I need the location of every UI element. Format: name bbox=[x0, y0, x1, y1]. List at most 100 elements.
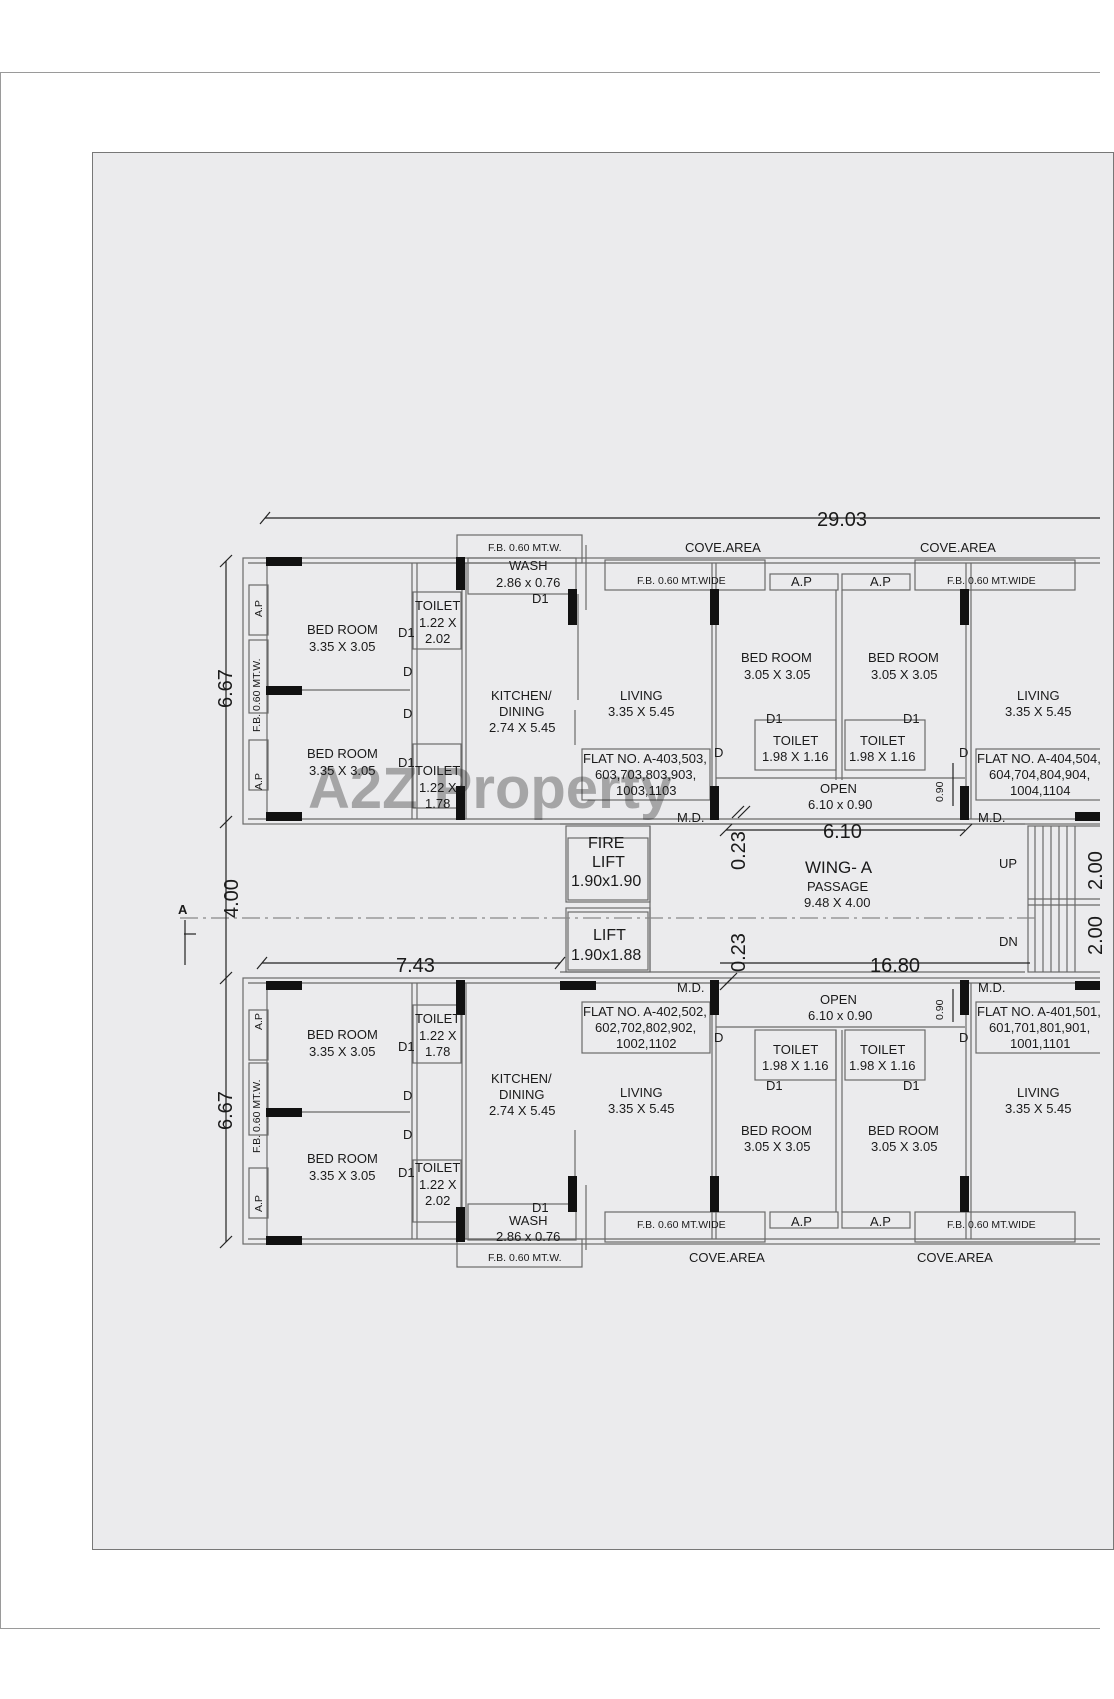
fire-lift-label2: LIFT bbox=[592, 854, 625, 871]
passage-label: PASSAGE bbox=[807, 879, 869, 894]
dim-passage-width: 4.00 bbox=[221, 879, 243, 918]
bedroom-8-label: BED ROOM bbox=[868, 1123, 939, 1138]
ap-left-4: A.P bbox=[253, 1195, 265, 1212]
toilet-1-label: TOILET bbox=[415, 598, 460, 613]
ap-left-3: A.P bbox=[253, 1013, 265, 1030]
living-1-size: 3.35 X 5.45 bbox=[608, 704, 675, 719]
living-3-size: 3.35 X 5.45 bbox=[608, 1101, 675, 1116]
fb-label-bottom: F.B. 0.60 MT.W. bbox=[488, 1252, 562, 1264]
flat-403-line3: 1003,1103 bbox=[616, 783, 677, 798]
ap-top-1: A.P bbox=[791, 574, 812, 589]
open-top-size: 6.10 x 0.90 bbox=[808, 797, 872, 812]
living-1-label: LIVING bbox=[620, 688, 663, 703]
toilet-5-size: 1.22 X bbox=[419, 1028, 457, 1043]
bedroom-1-label: BED ROOM bbox=[307, 622, 378, 637]
bedroom-2-size: 3.35 X 3.05 bbox=[309, 763, 376, 778]
door-d-g: D bbox=[714, 1030, 723, 1045]
door-d1-e: D1 bbox=[903, 711, 920, 726]
dim-stair-bottom: 2.00 bbox=[1085, 916, 1107, 955]
toilet-5-label: TOILET bbox=[415, 1011, 460, 1026]
open-bottom-size: 6.10 x 0.90 bbox=[808, 1008, 872, 1023]
dim-open-depth-bottom: 0.90 bbox=[934, 999, 946, 1020]
door-d1-c: D1 bbox=[532, 591, 549, 606]
flat-401-line1: FLAT NO. A-401,501, bbox=[977, 1004, 1101, 1019]
cove-area-top-left: COVE.AREA bbox=[685, 540, 761, 555]
bedroom-6-size: 3.35 X 3.05 bbox=[309, 1168, 376, 1183]
door-d-c: D bbox=[714, 745, 723, 760]
cove-area-top-right: COVE.AREA bbox=[920, 540, 996, 555]
drawing-sheet bbox=[92, 152, 1114, 1550]
door-d1-b: D1 bbox=[398, 755, 415, 770]
sheet-border-left bbox=[0, 72, 1, 1628]
living-2-label: LIVING bbox=[1017, 688, 1060, 703]
main-door-3: M.D. bbox=[677, 980, 704, 995]
door-d-a: D bbox=[403, 664, 412, 679]
stair-down: DN bbox=[999, 934, 1018, 949]
toilet-8-size: 1.98 X 1.16 bbox=[849, 1058, 916, 1073]
lift-size: 1.90x1.88 bbox=[571, 947, 641, 964]
living-2-size: 3.35 X 5.45 bbox=[1005, 704, 1072, 719]
fb-wide-top-right: F.B. 0.60 MT.WIDE bbox=[947, 575, 1036, 587]
bedroom-5-label: BED ROOM bbox=[307, 1027, 378, 1042]
kitchen-1-label2: DINING bbox=[499, 704, 545, 719]
ap-top-2: A.P bbox=[870, 574, 891, 589]
toilet-1-size: 1.22 X bbox=[419, 615, 457, 630]
sheet-border-top bbox=[0, 72, 1100, 73]
bedroom-2-label: BED ROOM bbox=[307, 746, 378, 761]
flat-402-line2: 602,702,802,902, bbox=[595, 1020, 696, 1035]
main-door-2: M.D. bbox=[978, 810, 1005, 825]
main-door-1: M.D. bbox=[677, 810, 704, 825]
living-3-label: LIVING bbox=[620, 1085, 663, 1100]
kitchen-2-label2: DINING bbox=[499, 1087, 545, 1102]
toilet-2-size: 1.22 X bbox=[419, 780, 457, 795]
toilet-5-size2: 1.78 bbox=[425, 1044, 450, 1059]
door-d1-d: D1 bbox=[766, 711, 783, 726]
door-d1-f: D1 bbox=[398, 1039, 415, 1054]
section-marker-a: A bbox=[178, 902, 188, 917]
flat-403-line2: 603,703,803,903, bbox=[595, 767, 696, 782]
ap-bottom-2: A.P bbox=[870, 1214, 891, 1229]
toilet-3-label: TOILET bbox=[773, 733, 818, 748]
fb-left-bottom: F.B. 0.60 MT.W. bbox=[251, 1079, 263, 1153]
flat-401-line3: 1001,1101 bbox=[1010, 1036, 1071, 1051]
wing-label: WING- A bbox=[805, 858, 873, 877]
door-d1-h: D1 bbox=[766, 1078, 783, 1093]
dim-open-depth-top: 0.90 bbox=[934, 781, 946, 802]
wash-top-size: 2.86 x 0.76 bbox=[496, 575, 560, 590]
stair-up: UP bbox=[999, 856, 1017, 871]
flat-403-line1: FLAT NO. A-403,503, bbox=[583, 751, 707, 766]
wash-bottom-label: WASH bbox=[509, 1213, 548, 1228]
door-d-b: D bbox=[403, 706, 412, 721]
staircase bbox=[1027, 825, 1100, 973]
door-d-d: D bbox=[959, 745, 968, 760]
toilet-2-size2: 1.78 bbox=[425, 796, 450, 811]
cove-area-bottom-right: COVE.AREA bbox=[917, 1250, 993, 1265]
bedroom-8-size: 3.05 X 3.05 bbox=[871, 1139, 938, 1154]
fire-lift-label: FIRE bbox=[588, 835, 624, 852]
fb-left-top: F.B. 0.60 MT.W. bbox=[251, 658, 263, 732]
dim-top-depth: 6.67 bbox=[215, 669, 237, 708]
toilet-7-size: 1.98 X 1.16 bbox=[762, 1058, 829, 1073]
toilet-6-size: 1.22 X bbox=[419, 1177, 457, 1192]
toilet-7-label: TOILET bbox=[773, 1042, 818, 1057]
toilet-2-label: TOILET bbox=[415, 763, 460, 778]
structural-columns bbox=[266, 557, 1100, 1245]
plan-labels: 29.03 6.67 4.00 6.67 7.43 16.80 6.10 0.2… bbox=[178, 509, 1107, 1265]
door-d-e: D bbox=[403, 1088, 412, 1103]
dim-wall-top: 0.23 bbox=[728, 831, 750, 870]
dim-wall-bottom: 0.23 bbox=[728, 933, 750, 972]
flat-402-line1: FLAT NO. A-402,502, bbox=[583, 1004, 707, 1019]
sheet-border-bottom bbox=[0, 1628, 1100, 1629]
bedroom-4-size: 3.05 X 3.05 bbox=[871, 667, 938, 682]
toilet-8-label: TOILET bbox=[860, 1042, 905, 1057]
wash-bottom-size: 2.86 x 0.76 bbox=[496, 1229, 560, 1244]
kitchen-1-size: 2.74 X 5.45 bbox=[489, 720, 556, 735]
bedroom-7-size: 3.05 X 3.05 bbox=[744, 1139, 811, 1154]
door-d-f: D bbox=[403, 1127, 412, 1142]
bedroom-1-size: 3.35 X 3.05 bbox=[309, 639, 376, 654]
flat-404-line1: FLAT NO. A-404,504, bbox=[977, 751, 1101, 766]
toilet-6-size2: 2.02 bbox=[425, 1193, 450, 1208]
dim-bottom-depth: 6.67 bbox=[215, 1091, 237, 1130]
fb-wide-top-left: F.B. 0.60 MT.WIDE bbox=[637, 575, 726, 587]
toilet-3-size: 1.98 X 1.16 bbox=[762, 749, 829, 764]
